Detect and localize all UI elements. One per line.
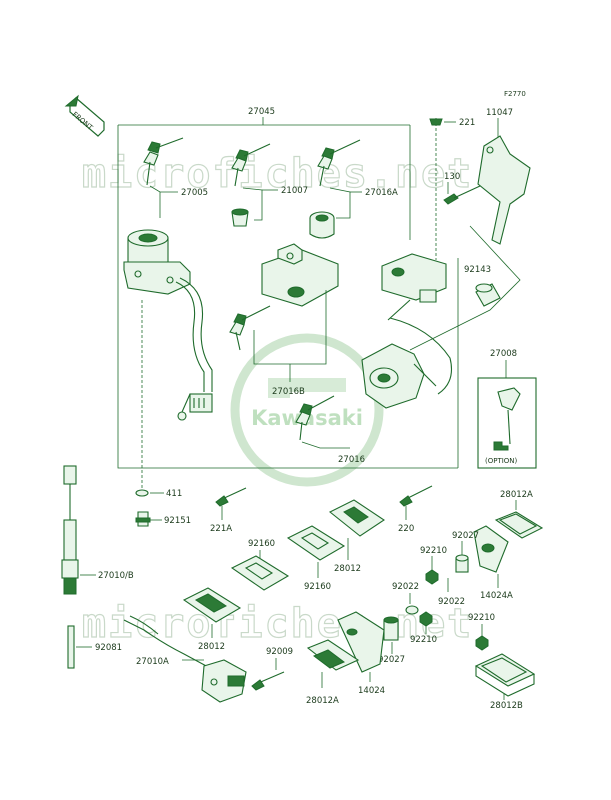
connector-27010B-icon (61, 465, 79, 595)
label-27010B: 27010/B (98, 571, 134, 581)
label-92027a: 92027 (452, 531, 479, 541)
washer-92022b-icon (405, 605, 419, 615)
panel-28012-left-icon (182, 587, 242, 623)
option-key-box: (OPTION) (477, 377, 537, 469)
switch-27010A-icon (201, 659, 247, 703)
key-27005-icon (143, 137, 184, 186)
label-28012-left: 28012 (198, 642, 225, 652)
bolt-92151-icon (135, 511, 151, 527)
lock-cylinder-icon (309, 211, 335, 239)
label-92160a: 92160 (248, 539, 275, 549)
bolt-92009-icon (251, 671, 285, 691)
label-92022b: 92022 (392, 582, 419, 592)
label-92022a: 92022 (438, 597, 465, 607)
label-220: 220 (398, 524, 414, 534)
label-14024A: 14024A (480, 591, 513, 601)
label-28012A-bottom: 28012A (306, 696, 339, 706)
front-arrow-icon: FRONT (64, 94, 105, 137)
collar-92143-icon (475, 283, 501, 307)
label-27016A: 27016A (365, 188, 398, 198)
label-27008: 27008 (490, 349, 517, 359)
panel-28012-mid-icon (328, 499, 385, 537)
gasket-92160b-icon (286, 525, 346, 561)
gasket-92160a-icon (230, 555, 290, 591)
plate-28012A-bottom-icon (306, 639, 360, 671)
label-221A: 221A (210, 524, 232, 534)
label-92027b: 92027 (378, 655, 405, 665)
key-27016-icon (295, 395, 335, 441)
seat-lock-bracket-icon (261, 243, 339, 307)
label-21007: 21007 (281, 186, 308, 196)
nut-92210b-icon (419, 611, 433, 627)
screw-220-icon (399, 485, 433, 507)
label-92210a: 92210 (420, 546, 447, 556)
screw-221-icon (429, 118, 443, 126)
label-14024: 14024 (358, 686, 385, 696)
label-27005: 27005 (181, 188, 208, 198)
screw-221A-icon (215, 487, 247, 507)
label-221: 221 (459, 118, 475, 128)
helmet-lock-icon (381, 253, 447, 303)
bracket-14024A-icon (473, 525, 509, 573)
label-92081: 92081 (95, 643, 122, 653)
label-11047: 11047 (486, 108, 513, 118)
collar-92027b-icon (383, 616, 399, 641)
label-92151: 92151 (164, 516, 191, 526)
ignition-switch-icon (123, 229, 191, 295)
label-92210c: 92210 (468, 613, 495, 623)
label-27045: 27045 (248, 107, 275, 117)
key-27016A-icon (317, 139, 361, 187)
nut-92210a-icon (425, 569, 439, 585)
label-28012A-top: 28012A (500, 490, 533, 500)
collar-92027a-icon (455, 554, 469, 573)
label-411: 411 (166, 489, 182, 499)
label-92210b: 92210 (410, 635, 437, 645)
key-27016B-icon (229, 305, 271, 351)
label-27010A: 27010A (136, 657, 169, 667)
connector-icon (177, 393, 213, 421)
label-27016: 27016 (338, 455, 365, 465)
nut-92210c-icon (475, 635, 489, 651)
option-label: (OPTION) (485, 457, 518, 465)
label-130: 130 (444, 172, 460, 182)
key-cylinder-cap-icon (231, 208, 249, 227)
plate-28012A-top-icon (494, 511, 544, 539)
washer-411-icon (135, 489, 149, 497)
key-21007-icon (231, 143, 271, 187)
bolt-130-icon (443, 185, 481, 205)
bracket-11047-icon (477, 135, 531, 245)
plate-28012B-icon (474, 653, 536, 697)
diagram-code: F2770 (504, 90, 526, 98)
label-28012B: 28012B (490, 701, 523, 711)
label-28012-mid: 28012 (334, 564, 361, 574)
fuel-cap-lock-icon (361, 343, 437, 409)
label-92160b: 92160 (304, 582, 331, 592)
label-27016B: 27016B (272, 387, 305, 397)
band-92081-icon (67, 625, 75, 669)
label-92009: 92009 (266, 647, 293, 657)
bracket-14024-icon (337, 611, 385, 673)
label-92143: 92143 (464, 265, 491, 275)
